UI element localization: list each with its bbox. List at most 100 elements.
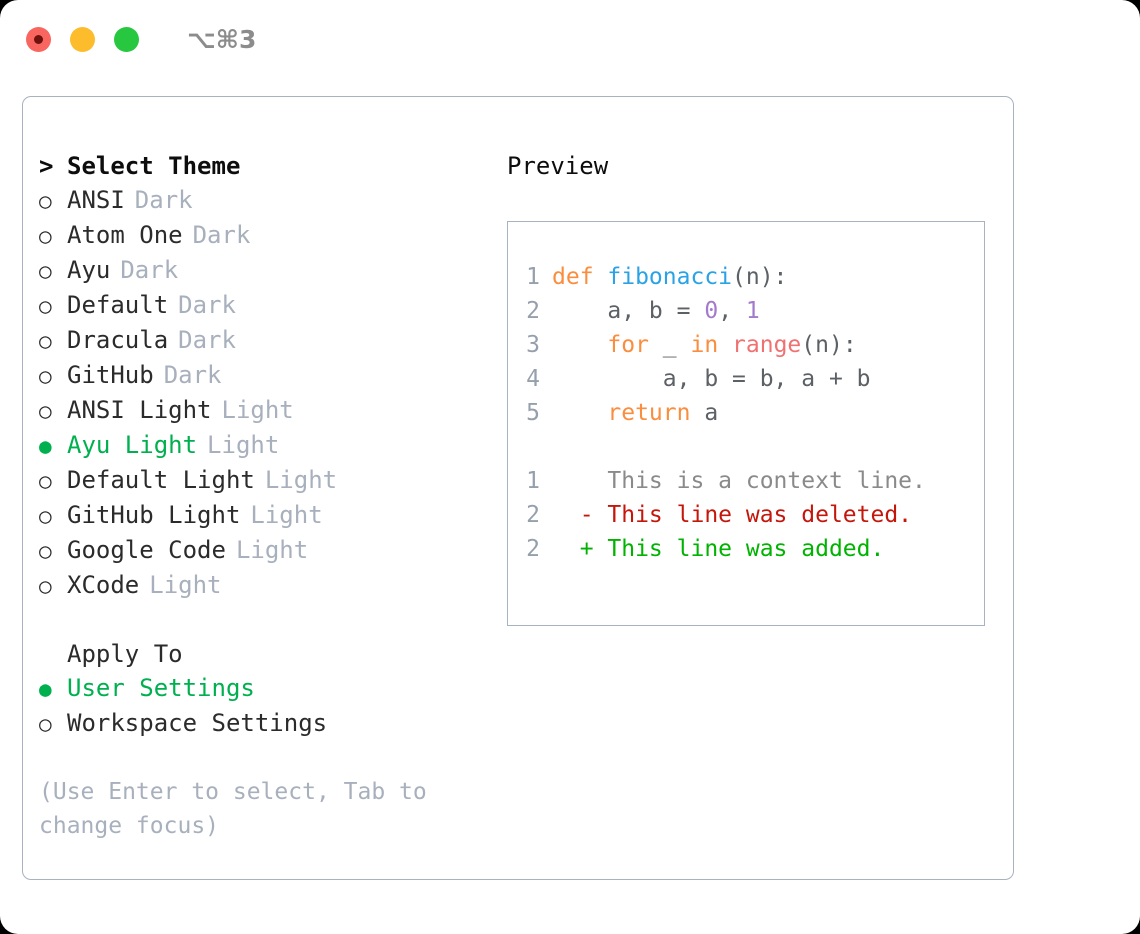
code-line-content: for _ in range(n):: [552, 328, 856, 362]
diff-line-ctx: 1 This is a context line.: [508, 464, 984, 498]
apply-to-option-user-settings[interactable]: ● User Settings: [39, 671, 493, 706]
theme-option-github[interactable]: ○ GitHub Dark: [39, 358, 493, 393]
theme-variant-badge: Dark: [178, 291, 236, 319]
radio-unselected-icon: ○: [39, 329, 52, 353]
radio-unselected-icon: ○: [39, 504, 52, 528]
code-token-kw: for: [607, 332, 649, 358]
keyboard-hint-text: (Use Enter to select, Tab to change focu…: [39, 779, 427, 839]
title-bar: ⌥⌘3: [0, 0, 1140, 78]
line-number: 2: [526, 502, 540, 528]
radio-unselected-icon: ○: [39, 399, 52, 423]
code-line-content: a, b = 0, 1: [552, 294, 760, 328]
code-token-kw: return: [607, 400, 691, 426]
radio-unselected-icon: ○: [39, 469, 52, 493]
diff-sample: 1 This is a context line. 2 - This line w…: [508, 464, 984, 566]
theme-variant-badge: Light: [149, 571, 222, 599]
code-token-plain: (n):: [732, 264, 788, 290]
code-token-num: 0: [704, 298, 719, 324]
code-diff-separator: [508, 430, 984, 464]
code-token-plain: _: [648, 332, 691, 358]
radio-selected-icon: ●: [39, 677, 52, 701]
radio-unselected-icon: ○: [39, 364, 52, 388]
radio-unselected-icon: ○: [39, 712, 52, 736]
code-line-content: def fibonacci(n):: [552, 260, 787, 294]
close-window-button[interactable]: [26, 26, 51, 52]
code-token-kw: def: [552, 264, 608, 290]
diff-line-content: This is a context line.: [607, 468, 926, 494]
theme-variant-badge: Light: [264, 466, 338, 494]
theme-option-label: Ayu: [67, 256, 111, 284]
select-theme-label: Select Theme: [67, 152, 241, 180]
code-token-plain: ,: [718, 298, 746, 324]
theme-option-label: ANSI: [67, 186, 125, 214]
diff-sign: [552, 464, 607, 498]
code-token-num: 1: [745, 298, 760, 324]
theme-variant-badge: Light: [235, 536, 309, 564]
code-line: 2 a, b = 0, 1: [508, 294, 984, 328]
code-token-call: range: [732, 332, 802, 358]
diff-sign: -: [552, 502, 608, 528]
code-line-content: a, b = b, a + b: [552, 362, 871, 396]
theme-variant-badge: Dark: [163, 361, 222, 389]
traffic-lights: [26, 26, 139, 52]
code-token-plain: [718, 332, 732, 358]
diff-sign: +: [552, 536, 608, 562]
line-number: 1: [526, 468, 540, 494]
radio-unselected-icon: ○: [39, 224, 52, 248]
apply-to-header: Apply To: [39, 637, 493, 671]
theme-variant-badge: Light: [250, 501, 323, 529]
apply-to-indent: [39, 637, 67, 671]
minimize-window-button[interactable]: [70, 26, 95, 52]
apply-to-option-label: User Settings: [67, 674, 255, 702]
code-token-plain: [552, 332, 607, 358]
line-number: 3: [526, 332, 540, 358]
theme-option-label: GitHub: [67, 361, 154, 389]
code-line-content: return a: [552, 396, 718, 430]
theme-option-xcode[interactable]: ○ XCode Light: [39, 568, 493, 603]
diff-line-content: This line was added.: [607, 536, 885, 562]
apply-to-option-workspace-settings[interactable]: ○Workspace Settings: [39, 706, 493, 741]
maximize-window-button[interactable]: [114, 26, 139, 52]
prompt-caret-icon: >: [39, 152, 54, 180]
preview-title: Preview: [507, 152, 609, 180]
theme-option-label: Google Code: [67, 536, 226, 564]
code-line: 4 a, b = b, a + b: [508, 362, 984, 396]
theme-option-label: XCode: [67, 571, 140, 599]
code-token-kw: in: [690, 332, 719, 358]
radio-unselected-icon: ○: [39, 574, 52, 598]
theme-option-label: Default Light: [67, 466, 255, 494]
theme-option-label: Atom One: [67, 221, 183, 249]
theme-option-label: Ayu Light: [67, 431, 198, 459]
theme-variant-badge: Dark: [120, 256, 179, 284]
theme-option-atom-one[interactable]: ○ Atom One Dark: [39, 218, 493, 253]
line-number: 2: [526, 298, 540, 324]
theme-option-ayu-light[interactable]: ● Ayu Light Light: [39, 428, 493, 463]
code-line: 5 return a: [508, 396, 984, 430]
theme-option-default-light[interactable]: ○ Default Light Light: [39, 463, 493, 498]
code-token-plain: a, b = b, a + b: [552, 366, 871, 392]
radio-selected-icon: ●: [39, 434, 52, 458]
theme-variant-badge: Light: [207, 431, 280, 459]
theme-variant-badge: Dark: [134, 186, 193, 214]
apply-to-list: ● User Settings ○Workspace Settings: [39, 671, 493, 741]
apply-to-section: Apply To ● User Settings ○Workspace Settin…: [39, 637, 493, 741]
theme-option-label: Default: [67, 291, 169, 319]
code-token-plain: a, b =: [552, 298, 705, 324]
theme-variant-badge: Dark: [192, 221, 251, 249]
theme-option-label: Dracula: [67, 326, 169, 354]
